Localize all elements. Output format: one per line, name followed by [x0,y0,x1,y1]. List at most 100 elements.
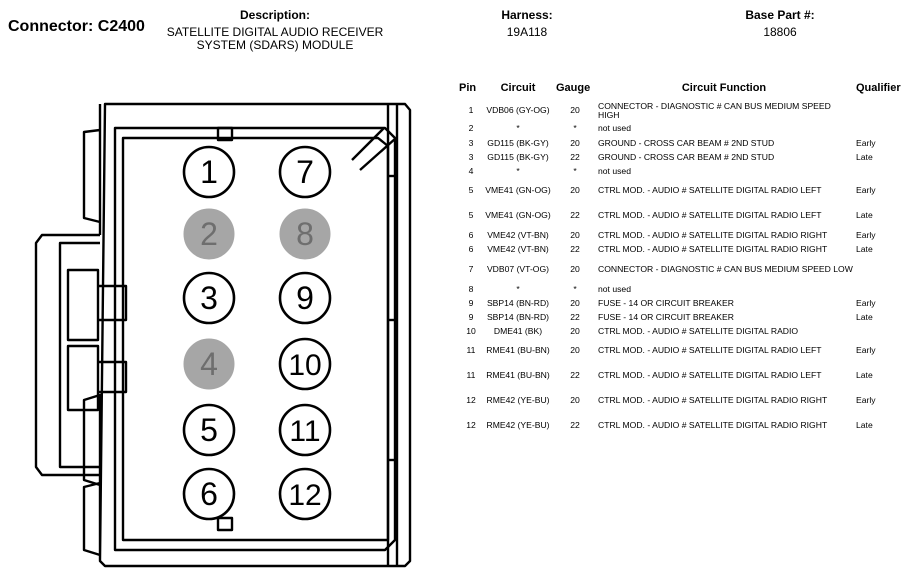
function-cell: GROUND - CROSS CAR BEAM # 2ND STUD [598,138,775,149]
qualifier-cell: Late [856,244,873,255]
pin-number: 7 [296,154,314,190]
circuit-cell: VME42 (VT-BN) [487,230,549,241]
description-label: Description: [239,8,310,22]
pin-cavity: 2 [183,208,235,260]
pin-cell: 2 [468,123,474,134]
circuit-cell: GD115 (BK-GY) [487,138,549,149]
gauge-cell: 20 [570,105,580,116]
pin-number: 2 [200,216,218,252]
pin-circle [278,403,332,457]
function-cell: FUSE - 14 OR CIRCUIT BREAKER [598,298,734,309]
pin-number: 1 [200,154,218,190]
qualifier-cell [856,167,906,177]
gauge-cell: 22 [570,152,580,163]
qualifier-cell [856,101,906,121]
circuit-cell: VDB06 (GY-OG) [486,105,550,116]
function-cell: not used [598,123,631,134]
pin-number: 8 [296,216,314,252]
pin-cell: 10 [466,326,476,337]
gauge-cell: * [573,123,577,134]
circuit-cell: GD115 (BK-GY) [487,152,549,163]
function-cell: CONNECTOR - DIAGNOSTIC # CAN BUS MEDIUM … [598,100,831,120]
pin-cavity: 10 [278,337,332,391]
pin-cavity: 3 [182,271,236,325]
circuit-cell: SBP14 (BN-RD) [486,298,550,309]
qualifier-cell: Late [856,312,873,323]
pin-number: 3 [200,280,218,316]
circuit-cell: * [516,123,520,134]
circuit-cell: VME42 (VT-BN) [487,244,549,255]
pin-cell: 9 [468,298,474,309]
circuit-cell: RME42 (YE-BU) [486,420,550,431]
gauge-cell: 22 [570,420,580,431]
function-cell: CTRL MOD. - AUDIO # SATELLITE DIGITAL RA… [598,210,822,221]
pin-cell: 6 [468,244,474,255]
function-cell: CTRL MOD. - AUDIO # SATELLITE DIGITAL RA… [598,244,828,255]
gauge-cell: 20 [570,230,580,241]
qualifier-cell: Late [856,152,873,163]
pin-circle [182,403,236,457]
base-part-value: 18806 [763,25,797,39]
function-cell: CTRL MOD. - AUDIO # SATELLITE DIGITAL RA… [598,345,822,356]
qualifier-cell [856,124,906,134]
circuit-cell: VDB07 (VT-OG) [486,264,550,275]
gauge-cell: 20 [570,138,580,149]
pin-cavity: 11 [278,403,332,457]
gauge-cell: * [573,284,577,295]
column-header-circuit-function: Circuit Function [681,82,767,94]
gauge-cell: 20 [570,264,580,275]
harness-value: 19A118 [506,25,548,39]
pin-number: 6 [200,476,218,512]
qualifier-cell: Early [856,298,876,309]
base-part-label: Base Part #: [745,8,815,22]
pin-cell: 5 [468,210,474,221]
pin-cell: 9 [468,312,474,323]
connector-title: Connector: C2400 [8,18,145,35]
qualifier-cell: Early [856,138,876,149]
pin-number: 9 [296,280,314,316]
function-cell: not used [598,166,631,177]
function-cell: CTRL MOD. - AUDIO # SATELLITE DIGITAL RA… [598,420,828,431]
gauge-cell: 20 [570,345,580,356]
circuit-cell: VME41 (GN-OG) [485,210,551,221]
gauge-cell: * [573,166,577,177]
qualifier-cell: Early [856,345,876,356]
pin-cavity: 8 [279,208,331,260]
circuit-cell: * [516,284,520,295]
pin-circle [182,271,236,325]
description-value: SATELLITE DIGITAL AUDIO RECEIVER SYSTEM … [166,25,384,52]
pin-cell: 5 [468,185,474,196]
pin-cell: 7 [468,264,474,275]
pin-cell: 12 [466,420,476,431]
pin-circle [183,208,235,260]
circuit-cell: RME41 (BU-BN) [486,370,550,381]
qualifier-cell [856,285,906,295]
column-header-qualifier: Qualifier [856,82,901,94]
gauge-cell: 22 [570,370,580,381]
pin-cell: 12 [466,395,476,406]
function-cell: CTRL MOD. - AUDIO # SATELLITE DIGITAL RA… [598,230,828,241]
column-header-gauge: Gauge [556,82,591,94]
gauge-cell: 20 [570,326,580,337]
gauge-cell: 20 [570,185,580,196]
qualifier-cell: Early [856,395,876,406]
pin-cavity: 6 [182,467,236,521]
qualifier-cell [856,260,906,280]
pin-cell: 8 [468,284,474,295]
pin-cavity: 5 [182,403,236,457]
pin-circle [279,208,331,260]
pin-circle [182,467,236,521]
pin-cavity: 1 [182,145,236,199]
function-cell: CONNECTOR - DIAGNOSTIC # CAN BUS MEDIUM … [598,264,853,275]
pin-circle [183,338,235,390]
pin-cavity: 9 [278,271,332,325]
pin-circle [278,145,332,199]
qualifier-cell: Late [856,210,873,221]
gauge-cell: 22 [570,244,580,255]
circuit-cell: RME42 (YE-BU) [486,395,550,406]
function-cell: GROUND - CROSS CAR BEAM # 2ND STUD [598,152,775,163]
pin-cell: 1 [468,105,474,116]
gauge-cell: 20 [570,395,580,406]
